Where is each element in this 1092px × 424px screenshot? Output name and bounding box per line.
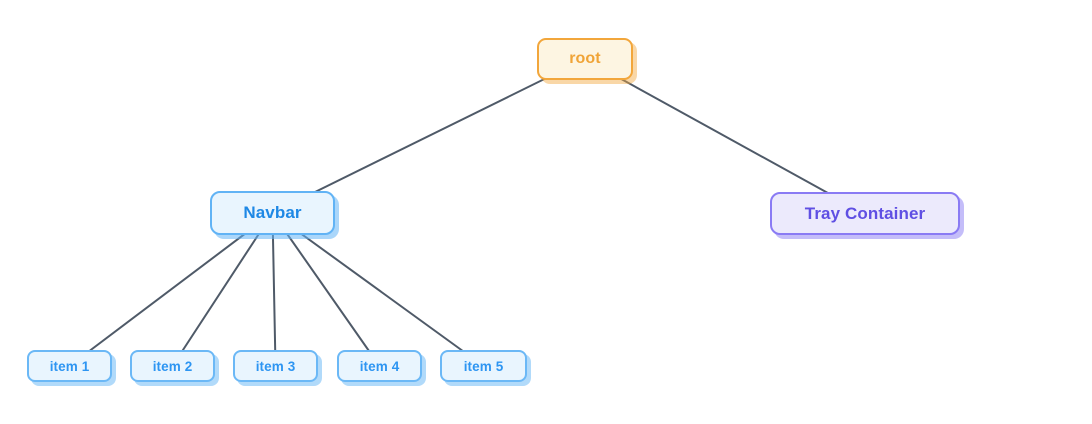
edge-navbar-item-1 xyxy=(68,212,274,367)
node-item-2[interactable]: item 2 xyxy=(130,350,215,382)
edge-navbar-item-5 xyxy=(271,212,485,367)
node-item-3[interactable]: item 3 xyxy=(233,350,318,382)
node-label: item 3 xyxy=(255,358,296,374)
node-navbar[interactable]: Navbar xyxy=(210,191,335,235)
node-label: item 5 xyxy=(463,358,504,374)
edge-root-navbar xyxy=(271,58,586,214)
edge-root-tray xyxy=(584,58,866,215)
node-root[interactable]: root xyxy=(537,38,633,80)
edge-navbar-item-4 xyxy=(271,212,381,367)
node-label: item 2 xyxy=(152,358,193,374)
node-label: Tray Container xyxy=(804,203,926,223)
node-item-1[interactable]: item 1 xyxy=(27,350,112,382)
node-label: root xyxy=(569,50,601,67)
node-label: item 1 xyxy=(49,358,90,374)
node-label: Navbar xyxy=(243,203,302,222)
edge-navbar-item-3 xyxy=(271,212,277,367)
node-tray[interactable]: Tray Container xyxy=(770,192,960,235)
node-label: item 4 xyxy=(359,358,400,374)
node-item-4[interactable]: item 4 xyxy=(337,350,422,382)
node-item-5[interactable]: item 5 xyxy=(440,350,527,382)
edge-navbar-item-2 xyxy=(171,212,274,367)
